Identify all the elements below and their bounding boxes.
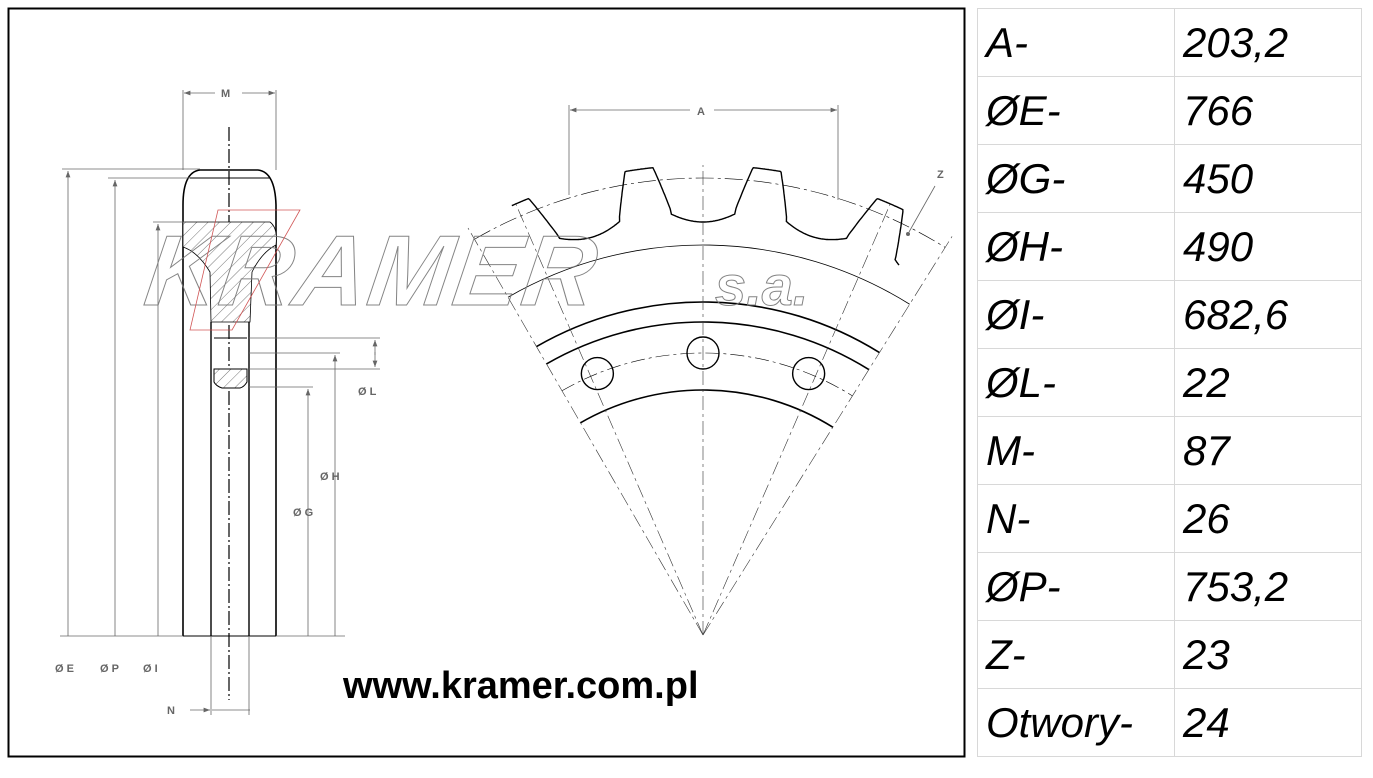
sprocket-technical-drawing: M Ø E Ø P Ø I Ø L Ø H Ø G N A Z KRAMER s… bbox=[7, 7, 966, 758]
kramer-watermark-logo: KRAMER s.a. bbox=[139, 209, 809, 331]
spec-row: ØP-753,2 bbox=[977, 552, 1362, 621]
radial-centerline bbox=[515, 203, 704, 636]
spec-row: M-87 bbox=[977, 416, 1362, 485]
spec-label: ØP- bbox=[977, 552, 1175, 621]
spec-label: N- bbox=[977, 484, 1175, 553]
dim-label-l: Ø L bbox=[358, 386, 377, 398]
bolt-hole bbox=[791, 356, 826, 391]
spec-value: 450 bbox=[1174, 144, 1362, 213]
spec-row: Z-23 bbox=[977, 620, 1362, 689]
radial-centerline bbox=[702, 203, 891, 636]
dim-label-h: Ø H bbox=[320, 471, 340, 483]
dim-label-i: Ø I bbox=[143, 663, 158, 675]
spec-label: Otwory- bbox=[977, 688, 1175, 757]
spec-label: Z- bbox=[977, 620, 1175, 689]
spec-label: ØL- bbox=[977, 348, 1175, 417]
outer-ring-arc bbox=[536, 301, 880, 354]
spec-row: N-26 bbox=[977, 484, 1362, 553]
spec-row: Otwory-24 bbox=[977, 688, 1362, 757]
bolt-hole bbox=[686, 336, 720, 370]
spec-row: A-203,2 bbox=[977, 8, 1362, 77]
root-ring-arc bbox=[507, 244, 910, 305]
spec-row: ØL-22 bbox=[977, 348, 1362, 417]
dim-label-p: Ø P bbox=[100, 663, 119, 675]
spec-label: ØE- bbox=[977, 76, 1175, 145]
dim-label-g: Ø G bbox=[293, 507, 313, 519]
spec-label: ØG- bbox=[977, 144, 1175, 213]
spec-row: ØH-490 bbox=[977, 212, 1362, 281]
pitch-circle bbox=[474, 177, 946, 248]
spec-value: 682,6 bbox=[1174, 280, 1362, 349]
dim-label-m: M bbox=[221, 88, 230, 100]
svg-text:s.a.: s.a. bbox=[715, 254, 808, 317]
spec-value: 203,2 bbox=[1174, 8, 1362, 77]
spec-label: M- bbox=[977, 416, 1175, 485]
svg-text:KRAMER: KRAMER bbox=[139, 215, 606, 326]
spec-value: 87 bbox=[1174, 416, 1362, 485]
dim-label-a: A bbox=[697, 106, 705, 118]
spec-value: 490 bbox=[1174, 212, 1362, 281]
dim-label-e: Ø E bbox=[55, 663, 74, 675]
front-sector-view bbox=[467, 165, 953, 636]
spec-value: 766 bbox=[1174, 76, 1362, 145]
tooth-marker-dot bbox=[906, 232, 910, 236]
spec-value: 753,2 bbox=[1174, 552, 1362, 621]
spec-value: 23 bbox=[1174, 620, 1362, 689]
front-dimension-lines bbox=[568, 105, 936, 233]
dim-label-z: Z bbox=[937, 169, 944, 181]
bore-arc bbox=[580, 389, 834, 428]
radial-centerline bbox=[702, 236, 953, 636]
spec-value: 24 bbox=[1174, 688, 1362, 757]
spec-label: ØH- bbox=[977, 212, 1175, 281]
radial-centerline bbox=[467, 227, 704, 636]
drawing-frame bbox=[7, 7, 966, 758]
spec-label: ØI- bbox=[977, 280, 1175, 349]
spec-label: A- bbox=[977, 8, 1175, 77]
spec-row: ØG-450 bbox=[977, 144, 1362, 213]
bolt-hole bbox=[580, 356, 615, 391]
side-dimension-lines bbox=[60, 90, 380, 715]
spec-value: 22 bbox=[1174, 348, 1362, 417]
sprocket-teeth-profile bbox=[511, 166, 904, 266]
dim-label-n: N bbox=[167, 705, 175, 717]
spec-value: 26 bbox=[1174, 484, 1362, 553]
spec-row: ØI-682,6 bbox=[977, 280, 1362, 349]
website-url[interactable]: www.kramer.com.pl bbox=[342, 665, 699, 707]
spec-row: ØE-766 bbox=[977, 76, 1362, 145]
bolt-circle bbox=[561, 352, 853, 397]
side-section-view bbox=[182, 127, 277, 700]
